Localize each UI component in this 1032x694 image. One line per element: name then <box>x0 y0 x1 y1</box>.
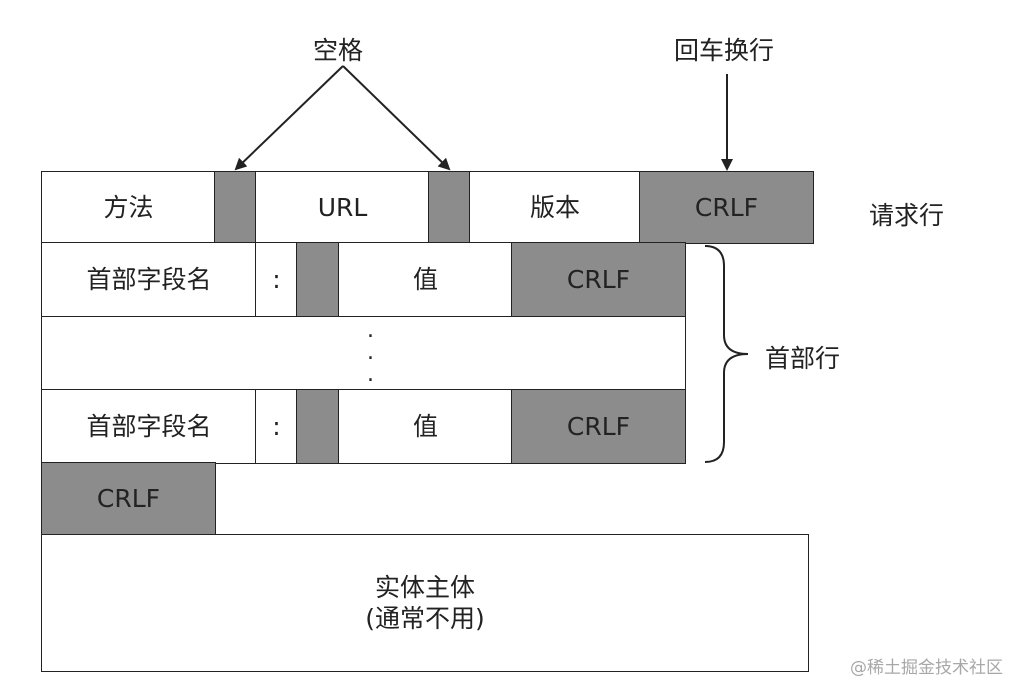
entity-body-note: (通常不用) <box>365 604 485 633</box>
request-crlf-cell: CRLF <box>639 171 814 244</box>
space-label: 空格 <box>313 36 364 65</box>
header-colon-2: : <box>255 389 298 464</box>
header-field-name-1: 首部字段名 <box>41 242 257 318</box>
blank-line-crlf: CRLF <box>41 462 216 536</box>
header-colon-1: : <box>255 242 298 318</box>
header-space-1 <box>296 242 340 318</box>
space-arrow-left <box>234 65 344 171</box>
url-cell: URL <box>255 171 430 244</box>
version-cell: 版本 <box>469 171 641 244</box>
header-crlf-1: CRLF <box>511 242 686 318</box>
header-crlf-2: CRLF <box>511 389 686 464</box>
space-arrow-right <box>342 65 451 171</box>
header-space-2 <box>296 389 340 464</box>
entity-body-title: 实体主体 <box>374 572 475 602</box>
entity-body: 实体主体 (通常不用) <box>41 534 809 672</box>
ellipsis-dot-1: . <box>367 318 374 343</box>
request-line-label: 请求行 <box>869 201 945 230</box>
crlf-description-label: 回车换行 <box>674 36 775 65</box>
method-cell: 方法 <box>41 171 216 244</box>
header-field-name-2: 首部字段名 <box>41 389 257 464</box>
header-value-1: 值 <box>338 242 513 318</box>
watermark: @稀土掘金技术社区 <box>850 658 1003 678</box>
ellipsis-dot-2: . <box>367 340 374 365</box>
header-ellipsis-row <box>41 316 686 391</box>
ellipsis-dot-3: . <box>367 362 374 387</box>
header-lines-label: 首部行 <box>765 344 841 373</box>
space-cell-2 <box>428 171 471 244</box>
header-brace <box>704 245 749 463</box>
header-value-2: 值 <box>338 389 513 464</box>
space-cell-1 <box>214 171 257 244</box>
